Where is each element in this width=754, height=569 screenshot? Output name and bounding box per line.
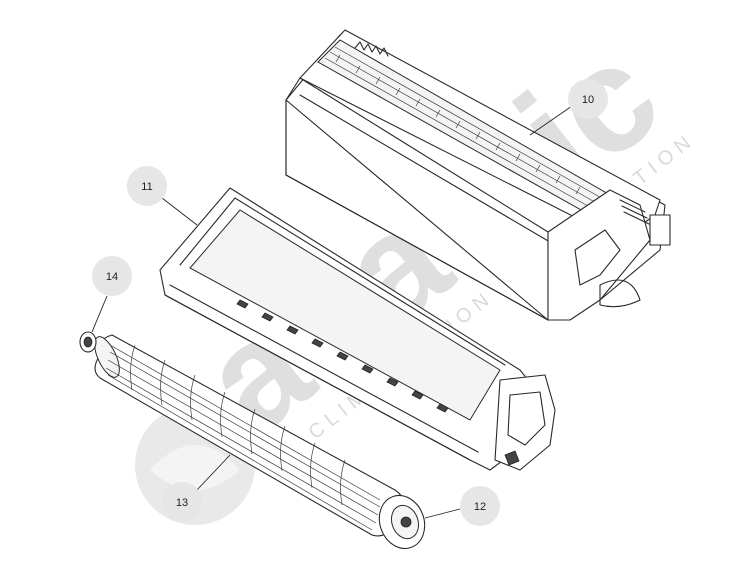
bush-hole — [83, 336, 93, 348]
callout-bubble-13 — [162, 482, 202, 522]
leader-10 — [529, 105, 573, 136]
callout-bubble-11 — [127, 166, 167, 206]
panel-end-tab — [649, 214, 671, 246]
part-front-panel-assembly — [285, 29, 671, 321]
callout-13: 13 — [162, 454, 231, 522]
callout-label-12: 12 — [474, 501, 486, 513]
panel-end-socket — [574, 229, 621, 286]
part-bearing-bush — [79, 331, 97, 353]
fan-end-left — [94, 336, 120, 378]
callout-bubble-12 — [460, 486, 500, 526]
bearing-hub — [400, 516, 412, 528]
callout-14: 14 — [91, 256, 132, 333]
leader-12 — [424, 508, 461, 519]
chassis-clip — [504, 450, 520, 466]
callout-12: 12 — [424, 486, 500, 526]
chassis-end-socket — [507, 391, 546, 446]
leader-13 — [195, 454, 231, 492]
part-fan-bearing — [378, 494, 426, 550]
panel-end-hook — [599, 279, 641, 308]
chassis-front-lip — [164, 294, 471, 461]
callout-label-11: 11 — [141, 181, 152, 193]
part-cross-flow-fan — [94, 334, 405, 537]
leader-11 — [161, 197, 198, 226]
chassis-front-lip-inner — [169, 284, 479, 453]
panel-end-ribs — [619, 199, 650, 225]
panel-bottom-edge — [285, 99, 549, 321]
chassis-vents — [236, 299, 449, 413]
fan-blades — [105, 344, 381, 531]
leader-14 — [91, 295, 108, 333]
callout-label-13: 13 — [176, 497, 188, 509]
callout-11: 11 — [127, 166, 198, 226]
chassis-trough — [189, 209, 501, 421]
chassis-end-cap — [494, 374, 556, 471]
callout-bubble-14 — [92, 256, 132, 296]
panel-spring — [354, 41, 389, 57]
callout-label-10: 10 — [582, 94, 594, 106]
watermark-logo-swoosh — [150, 445, 240, 490]
fan-blade-rings — [130, 344, 346, 506]
callout-10: 10 — [529, 79, 608, 136]
panel-grille-slots — [324, 46, 606, 211]
callout-bubble-10 — [568, 79, 608, 119]
callout-label-14: 14 — [106, 271, 118, 283]
panel-end-bracket — [547, 189, 651, 321]
part-chassis — [159, 187, 556, 471]
chassis-rear-wall — [179, 197, 506, 366]
